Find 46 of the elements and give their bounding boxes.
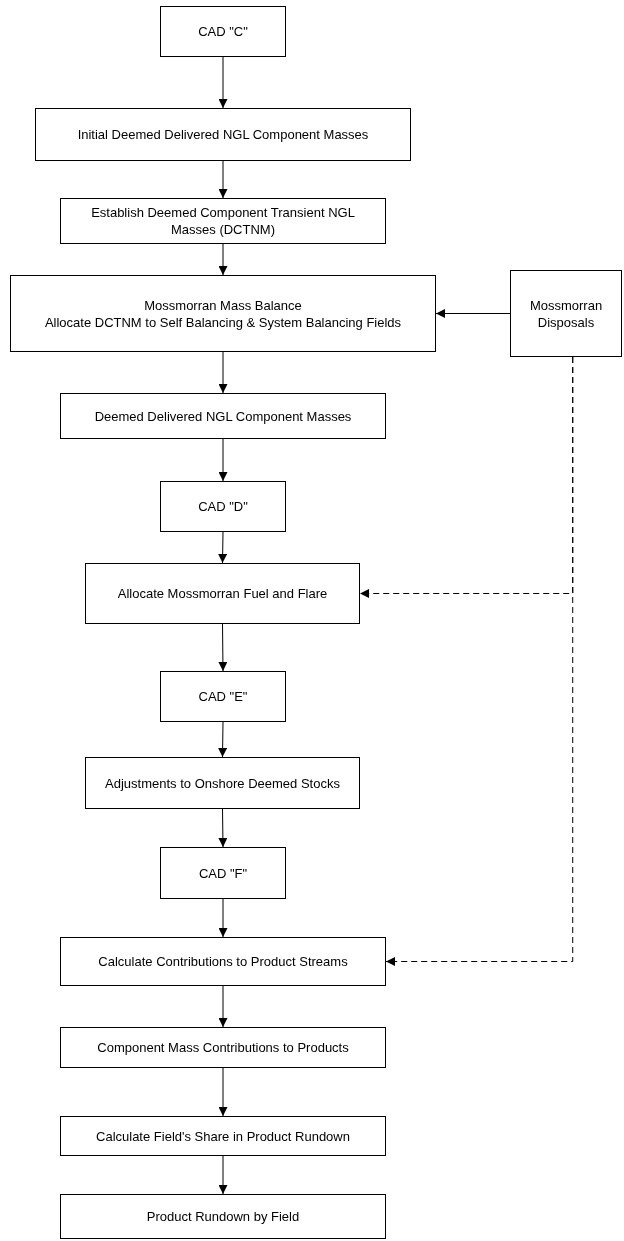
box-text: Mossmorran Disposals <box>528 296 604 331</box>
process-box <box>160 847 286 899</box>
process-box <box>160 6 286 57</box>
box-text: Deemed Delivered NGL Component Masses <box>94 407 352 425</box>
box-text: Establish Deemed Component Transient NGL Masses (DCTNM) <box>90 204 356 238</box>
arrow <box>218 808 228 848</box>
arrow <box>218 531 228 564</box>
process-box <box>160 481 286 532</box>
process-box <box>60 198 386 244</box>
box-text: Mossmorran Mass Balance <box>144 296 302 314</box>
process-box <box>160 671 286 722</box>
box-text: Product Rundown by Field <box>146 1208 300 1225</box>
arrow <box>218 898 228 938</box>
process-box <box>60 1194 386 1239</box>
process-box <box>85 563 360 624</box>
process-box <box>60 393 386 439</box>
box-text: CAD "F" <box>198 864 248 882</box>
box-text: Component Mass Contributions to Products <box>97 1039 349 1056</box>
box-text: Allocate Mossmorran Fuel and Flare <box>117 585 328 602</box>
arrow <box>218 351 228 394</box>
box-text: CAD "D" <box>198 498 248 515</box>
process-box <box>60 1027 386 1068</box>
dashed-arrow <box>385 356 574 966</box>
process-box <box>60 937 386 986</box>
arrow <box>218 985 228 1028</box>
arrow <box>218 243 228 276</box>
box-text: Calculate Contributions to Product Streams <box>98 953 348 970</box>
arrow <box>218 1155 228 1195</box>
arrow <box>218 1067 228 1117</box>
process-box <box>60 1116 386 1156</box>
box-text: Adjustments to Onshore Deemed Stocks <box>105 774 340 792</box>
arrow <box>218 56 228 109</box>
arrow <box>435 309 511 318</box>
arrow <box>218 721 228 758</box>
process-box <box>35 108 411 161</box>
box-text: CAD "C" <box>198 23 248 40</box>
box-text: Initial Deemed Delivered NGL Component Masses <box>77 126 369 143</box>
arrow <box>218 623 228 672</box>
process-box <box>510 270 622 357</box>
process-box <box>10 275 436 352</box>
arrow <box>218 438 228 482</box>
process-box <box>85 757 360 809</box>
box-text: Allocate DCTNM to Self Balancing & System Balancing Fields <box>44 313 402 331</box>
box-text: CAD "E" <box>198 688 248 705</box>
arrow <box>218 160 228 199</box>
box-text: Calculate Field's Share in Product Rundown <box>96 1127 350 1145</box>
